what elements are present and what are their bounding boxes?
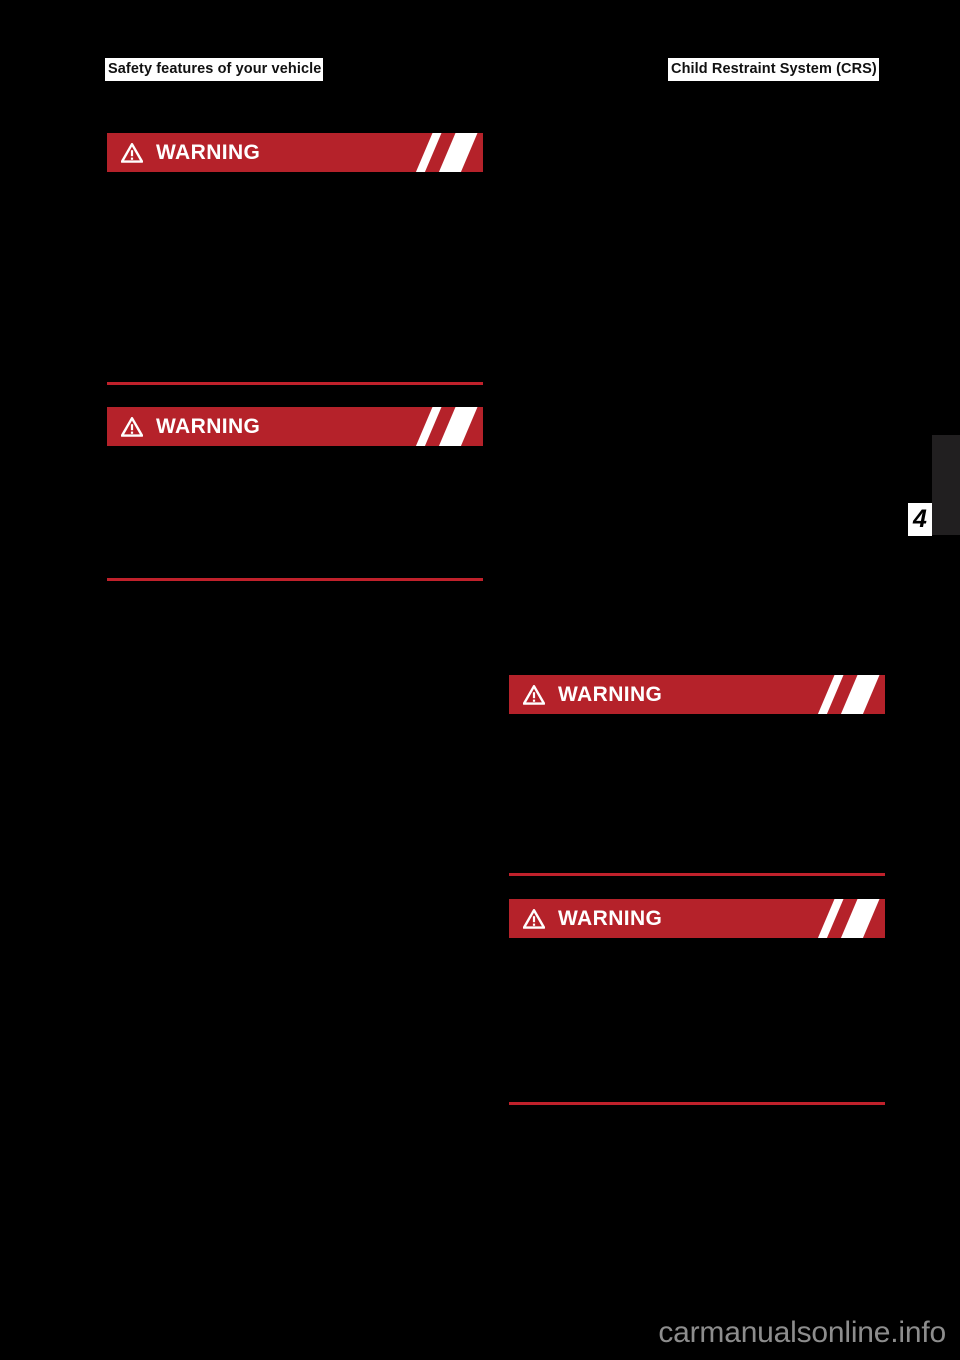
warning-slashes-icon [793, 899, 885, 938]
warning-body-text [509, 714, 885, 722]
warning-triangle-icon [522, 684, 546, 705]
warning-label: WARNING [156, 414, 261, 438]
warning-banner: WARNING [107, 407, 483, 446]
warning-banner: WARNING [509, 675, 885, 714]
section-divider [509, 873, 885, 876]
warning-block-left-2: WARNING [107, 407, 483, 454]
chapter-tab-strip [932, 435, 960, 535]
warning-block-right-2: WARNING [509, 899, 885, 946]
warning-triangle-icon [120, 142, 144, 163]
warning-banner: WARNING [509, 899, 885, 938]
chapter-number: 4 [908, 503, 932, 536]
warning-label: WARNING [156, 140, 261, 164]
warning-body-text [107, 446, 483, 454]
warning-label: WARNING [558, 906, 663, 930]
warning-slashes-icon [391, 133, 483, 172]
warning-slashes-icon [391, 407, 483, 446]
page-title-left: Safety features of your vehicle [105, 58, 324, 81]
warning-banner: WARNING [107, 133, 483, 172]
site-watermark: carmanualsonline.info [658, 1316, 946, 1349]
section-divider [509, 1102, 885, 1105]
warning-block-left-1: WARNING [107, 133, 483, 180]
page-title-right: Child Restraint System (CRS) [668, 58, 879, 81]
warning-triangle-icon [120, 416, 144, 437]
warning-body-text [509, 938, 885, 946]
section-divider [107, 578, 483, 581]
running-header: Safety features of your vehicle Child Re… [0, 58, 960, 82]
warning-body-text [107, 172, 483, 180]
warning-label: WARNING [558, 682, 663, 706]
section-divider [107, 382, 483, 385]
warning-slashes-icon [793, 675, 885, 714]
warning-block-right-1: WARNING [509, 675, 885, 722]
warning-triangle-icon [522, 908, 546, 929]
